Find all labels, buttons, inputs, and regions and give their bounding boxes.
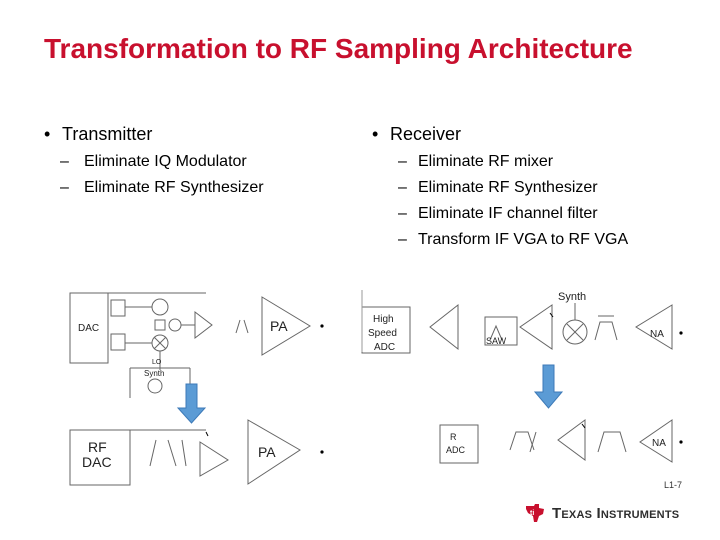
synth-label: Synth [144,369,164,378]
tx-before-diagram [69,292,311,398]
bullet-icon: • [372,124,379,144]
list-item-text: Eliminate RF Synthesizer [418,179,598,196]
transmitter-heading: Transmitter [62,124,153,144]
lo-label: LO [152,359,162,366]
pa-label: PA [270,318,288,334]
summer-icon [168,318,182,332]
list-item-text: Eliminate IF channel filter [418,205,598,222]
lna-label: NA [650,329,664,340]
filter-block [110,333,126,351]
down-arrow-icon [533,364,564,409]
transmitter-bullet: • Transmitter [44,124,264,148]
list-item-text: Transform IF VGA to RF VGA [418,231,629,248]
dac-label: DAC [78,323,99,334]
rx-after-diagram [439,419,673,464]
list-item: –Transform IF VGA to RF VGA [398,231,629,248]
svg-text:ti: ti [530,510,534,517]
rx-before-diagram [361,303,673,354]
synth-label: Synth [558,291,586,303]
rf-adc-label-1: R [450,432,457,442]
mixer-icon [151,298,169,316]
lna-triangle [635,304,673,350]
rf-adc-label-2: ADC [446,445,466,455]
filter-block [110,299,126,317]
list-item-text: Eliminate RF mixer [418,153,554,170]
saw-label: SAW [486,336,507,346]
saw-filter-block [484,316,518,346]
rf-adc-block [439,424,479,464]
transmitter-section: • Transmitter –Eliminate IQ Modulator –E… [44,124,264,205]
ti-wordmark: TEXAS INSTRUMENTS [552,504,680,522]
filter-shape [594,321,618,341]
list-item: –Eliminate IQ Modulator [60,153,247,170]
list-item: –Eliminate RF mixer [398,153,554,170]
adc-label-2: Speed [368,328,397,339]
ti-logo-icon: ti [526,504,544,522]
tx-after-diagram [69,419,301,486]
lna-label: NA [652,438,666,449]
receiver-bullet: • Receiver [372,124,628,148]
rf-dac-label-2: DAC [82,454,112,470]
lna-triangle [639,419,673,463]
oscillator-icon [147,378,163,394]
antenna-dots [320,324,683,454]
dac-block [69,292,109,364]
list-item: –Eliminate RF Synthesizer [60,179,264,196]
rf-dac-block [69,429,131,486]
receiver-heading: Receiver [390,124,462,144]
pa-triangle [261,296,311,356]
rf-dac-label-1: RF [88,439,107,455]
mixer-icon [151,334,169,352]
adc-label-1: High [373,314,394,325]
pa-label: PA [258,444,276,460]
adc-label-3: ADC [374,342,395,353]
bullet-icon: • [44,124,51,144]
pa-triangle [247,419,301,485]
down-arrow-icon [176,383,207,424]
list-item-text: Eliminate IQ Modulator [84,153,247,170]
texas-instruments-logo: ti TEXAS INSTRUMENTS [524,503,679,523]
transform-arrows [176,364,564,424]
mixer-icon [562,319,588,345]
list-item: –Eliminate RF Synthesizer [398,179,598,196]
receiver-section: • Receiver –Eliminate RF mixer –Eliminat… [372,124,628,257]
page-number: L1-7 [663,480,682,490]
list-item: –Eliminate IF channel filter [398,205,598,222]
list-item-text: Eliminate RF Synthesizer [84,179,264,196]
slide-title: Transformation to RF Sampling Architectu… [44,33,633,64]
adc-block [361,306,411,354]
